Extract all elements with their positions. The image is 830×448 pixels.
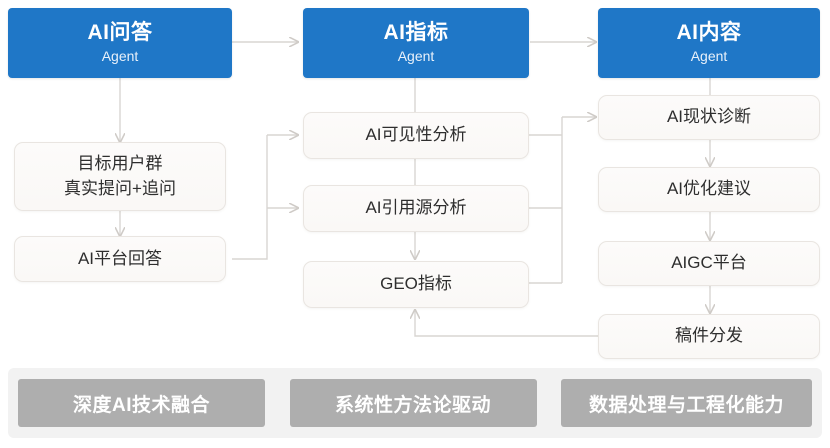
step-label-line1: GEO指标: [380, 274, 452, 294]
agent-card-ai-metrics[interactable]: AI指标 Agent: [303, 8, 529, 78]
footer-pill-systematic-methodology[interactable]: 系统性方法论驱动: [289, 379, 537, 427]
step-label-line1: AI优化建议: [666, 179, 752, 199]
footer-pill-label: 深度AI技术融合: [72, 394, 210, 416]
step-label-line1: AI平台回答: [77, 248, 163, 268]
step-ai-platform-answer[interactable]: AI平台回答: [14, 236, 226, 282]
agent-title: AI问答: [87, 21, 153, 45]
step-aigc-platform[interactable]: AIGC平台: [598, 241, 820, 286]
step-geo-metrics[interactable]: GEO指标: [303, 261, 529, 308]
step-label-line1: 目标用户群: [77, 153, 163, 173]
step-label-line1: AIGC平台: [671, 253, 747, 273]
step-ai-citation-source-analysis[interactable]: AI引用源分析: [303, 185, 529, 232]
step-target-users[interactable]: 目标用户群 真实提问+追问: [14, 142, 226, 211]
step-ai-status-diagnosis[interactable]: AI现状诊断: [598, 95, 820, 140]
wire-distribute-geo-feedback: [415, 310, 600, 337]
footer-pill-deep-ai-fusion[interactable]: 深度AI技术融合: [18, 379, 265, 427]
agent-title: AI指标: [383, 21, 449, 45]
footer-capability-bar: 深度AI技术融合 系统性方法论驱动 数据处理与工程化能力: [8, 368, 822, 438]
step-label-line1: AI引用源分析: [365, 198, 467, 218]
step-ai-optimization-advice[interactable]: AI优化建议: [598, 167, 820, 212]
agent-card-ai-qa[interactable]: AI问答 Agent: [8, 8, 232, 78]
step-ai-visibility-analysis[interactable]: AI可见性分析: [303, 112, 529, 159]
agent-title: AI内容: [676, 21, 742, 45]
agent-subtitle: Agent: [101, 48, 139, 65]
footer-pill-label: 系统性方法论驱动: [334, 394, 491, 416]
agent-subtitle: Agent: [397, 48, 435, 65]
agent-subtitle: Agent: [690, 48, 728, 65]
step-label-line2: 真实提问+追问: [64, 178, 176, 198]
step-label-line1: AI可见性分析: [365, 125, 467, 145]
step-label-line1: 稿件分发: [675, 326, 743, 346]
step-manuscript-distribution[interactable]: 稿件分发: [598, 314, 820, 359]
step-label-line1: AI现状诊断: [666, 107, 752, 127]
wire-ai-answer-bus: [232, 135, 268, 260]
footer-pill-label: 数据处理与工程化能力: [588, 394, 784, 416]
agent-card-ai-content[interactable]: AI内容 Agent: [598, 8, 820, 78]
footer-pill-data-engineering[interactable]: 数据处理与工程化能力: [561, 379, 812, 427]
